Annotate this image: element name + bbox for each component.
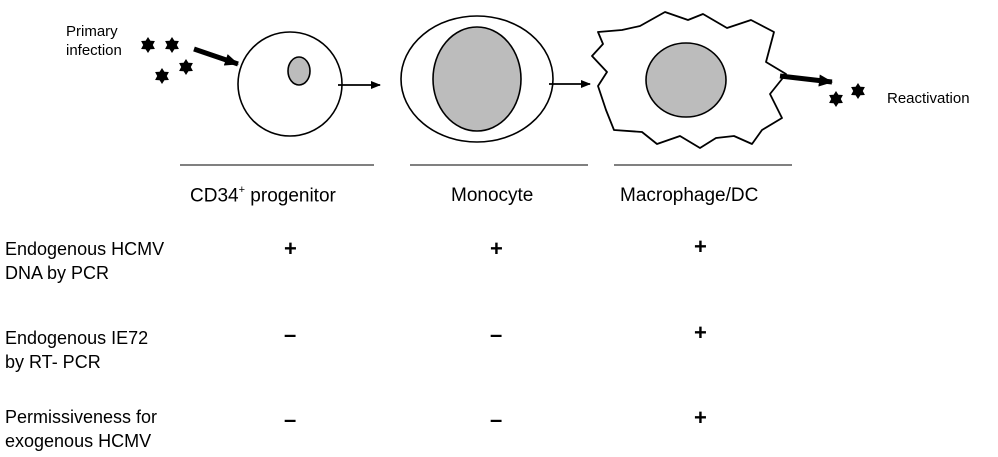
stage-label-macrophage: Macrophage/DC [620,185,759,206]
virion-icon [165,37,179,53]
virion-icon [155,68,169,84]
virion-icon [851,83,865,99]
value-ie72-monocyte: – [490,322,503,347]
value-perm-progenitor: – [284,407,297,432]
virion-icon [829,91,843,107]
virion-icon [179,59,193,75]
virion-icon [141,37,155,53]
primary-infection-label: Primary infection [66,23,122,59]
infection-arrow [193,46,239,67]
row-label-ie72: Endogenous IE72 by RT- PCR [5,328,149,372]
monocyte-nucleus [432,26,522,132]
progenitor-nucleus [287,56,311,86]
value-perm-monocyte: – [490,407,503,432]
progenitor-cell [237,31,343,137]
macrophage-nucleus [645,42,727,118]
reactivation-label: Reactivation [887,90,970,107]
stage-label-monocyte: Monocyte [451,185,534,206]
reactivation-arrow [779,73,833,87]
monocyte-cell [400,15,554,143]
row-label-permissiveness: Permissiveness for exogenous HCMV [5,407,158,451]
value-ie72-macrophage: + [694,320,707,345]
value-dna-monocyte: + [490,236,503,261]
value-dna-progenitor: + [284,236,297,261]
row-label-hcmv-dna: Endogenous HCMV DNA by PCR [5,239,165,283]
value-dna-macrophage: + [694,234,707,259]
macrophage-cell [591,11,787,149]
stage-label-progenitor: CD34+ progenitor [190,184,336,207]
value-perm-macrophage: + [694,405,707,430]
value-ie72-progenitor: – [284,322,297,347]
